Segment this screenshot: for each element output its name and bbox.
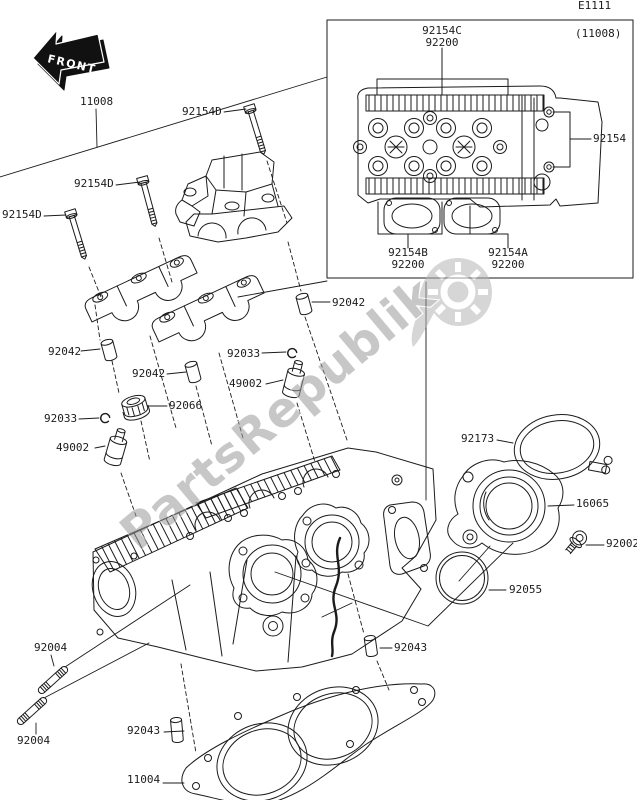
part-label-11004: 11004: [127, 773, 161, 786]
part-label-92042-1: 92042: [332, 296, 366, 309]
head-gasket-drawing: [181, 683, 436, 800]
carburetor-holder-drawing: [447, 459, 564, 555]
inset-label-92154b: 92154B 92200: [388, 247, 428, 271]
part-label-92055: 92055: [509, 583, 543, 596]
inset-label-92154b-line2: 92200: [391, 258, 425, 271]
part-label-11008: 11008: [80, 95, 114, 108]
page-ref-code: E1111: [578, 0, 612, 12]
inset-label-92154c-line2: 92200: [425, 36, 459, 49]
part-label-92004-2: 92004: [17, 734, 51, 747]
circlip-drawing: [100, 347, 298, 424]
leader-lines: [0, 76, 605, 784]
inset-label-92154c-line1: 92154C: [422, 24, 462, 37]
cylinder-head-drawing: [91, 447, 437, 672]
inset-label-92154a: 92154A 92200: [488, 247, 528, 271]
stud-drawing: [16, 665, 69, 726]
part-label-92033-1: 92033: [227, 347, 261, 360]
tappet-drawing: [103, 360, 305, 467]
part-label-92033-2: 92033: [44, 412, 78, 425]
inset-label-92154c: 92154C 92200: [422, 25, 462, 49]
inset-box-drawing: [326, 19, 634, 279]
inset-label-92154a-line2: 92200: [491, 258, 525, 271]
assembly-axis-lines: [88, 160, 390, 754]
cam-holder-bracket-drawing: [175, 151, 293, 243]
front-direction-arrow: FRONT: [32, 29, 110, 91]
flanged-bolt-drawing: [565, 530, 588, 555]
part-label-92066: 92066: [169, 399, 203, 412]
clamp-drawing: [513, 414, 613, 480]
oring-drawing: [435, 551, 489, 605]
part-label-92154d-2: 92154D: [74, 177, 114, 190]
part-label-92043-2: 92043: [127, 724, 161, 737]
part-label-92042-3: 92042: [132, 367, 166, 380]
watermark-text: PartsRepublik: [110, 266, 446, 561]
inset-label-92154b-line1: 92154B: [388, 246, 428, 259]
camshaft-cap-drawing: [84, 255, 265, 343]
part-label-49002-2: 49002: [56, 441, 90, 454]
part-label-92043-1: 92043: [394, 641, 428, 654]
part-label-92002: 92002: [606, 537, 637, 550]
part-label-16065: 16065: [576, 497, 610, 510]
part-label-92004-1: 92004: [34, 641, 68, 654]
inset-label-92154: 92154: [593, 132, 627, 145]
inset-ref-11008: (11008): [575, 27, 622, 40]
watermark-gear-icon: [428, 262, 488, 322]
dowel-pin-drawing: [170, 634, 378, 744]
part-label-92173: 92173: [461, 432, 495, 445]
bushing-drawing: [100, 292, 313, 384]
plug-cap-drawing: [121, 394, 150, 421]
part-label-92154d-1: 92154D: [182, 105, 222, 118]
part-label-92154d-3: 92154D: [2, 208, 42, 221]
inset-label-92154a-line1: 92154A: [488, 246, 528, 259]
watermark: PartsRepublik: [109, 258, 492, 562]
part-label-92042-2: 92042: [48, 345, 82, 358]
cap-bolt-drawing: [64, 103, 266, 260]
part-label-49002-1: 49002: [229, 377, 263, 390]
